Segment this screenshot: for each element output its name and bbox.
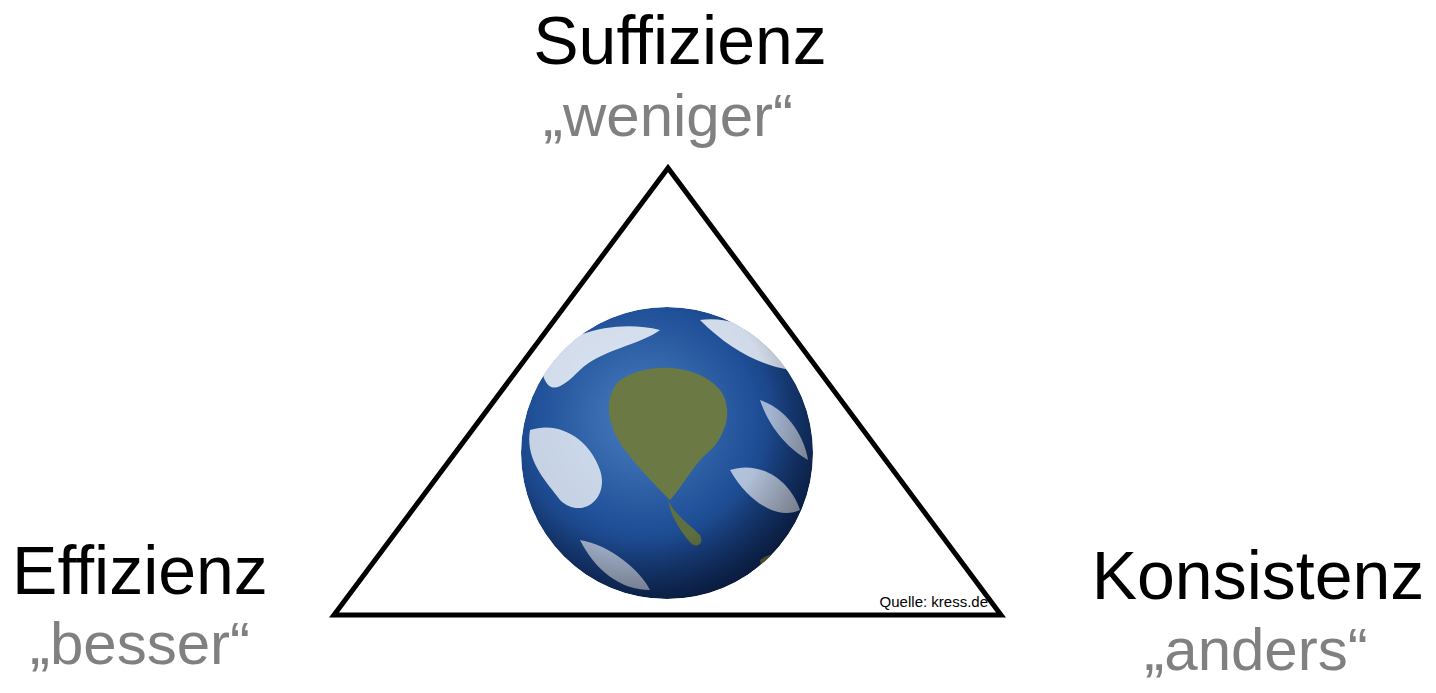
principle-name: Effizienz xyxy=(12,536,268,604)
earth-picture xyxy=(521,307,813,599)
principle-name: Suffizienz xyxy=(533,6,827,74)
principle-keyword: „besser“ xyxy=(30,614,250,674)
principle-keyword: „weniger“ xyxy=(543,86,793,146)
principle-name: Konsistenz xyxy=(1092,541,1425,609)
source-note: Quelle: kress.de xyxy=(880,594,988,609)
triangle-outline xyxy=(334,168,1001,615)
principle-keyword: „anders“ xyxy=(1144,620,1367,680)
